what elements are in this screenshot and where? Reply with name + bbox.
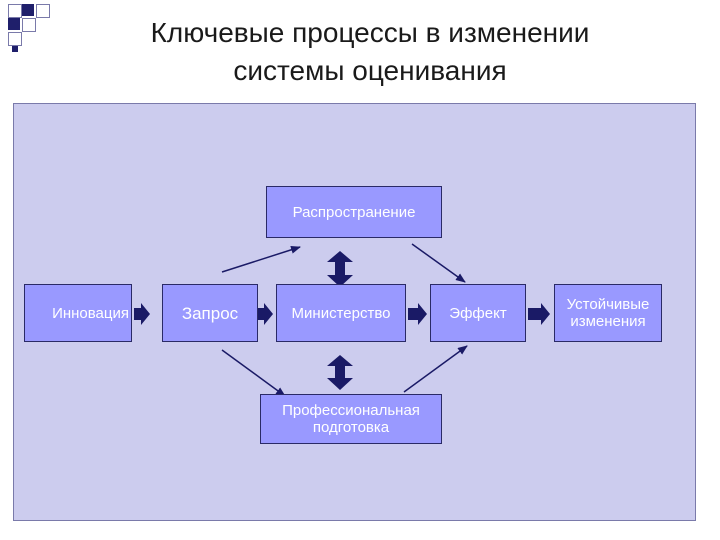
node-training-line1: Профессиональная — [282, 402, 420, 419]
deco-square — [8, 4, 22, 18]
arrow-request-to-training — [221, 349, 286, 397]
node-sustainable-changes-line1: Устойчивые — [566, 296, 650, 313]
node-training-line2: подготовка — [312, 419, 390, 436]
arrow-dissemination-to-effect — [411, 243, 466, 283]
slide-title-line2: системы оценивания — [233, 55, 507, 86]
node-effect-label: Эффект — [449, 304, 507, 322]
double-arrow-dissemination-ministry — [327, 251, 353, 287]
slide-title: Ключевые процессы в изменении системы оц… — [60, 14, 680, 90]
arrow-training-to-effect — [403, 345, 468, 393]
node-request-label: Запрос — [181, 303, 239, 323]
node-innovation-label: Инновация — [52, 304, 129, 322]
deco-square — [22, 4, 34, 16]
node-sustainable-changes-line2: изменения — [570, 313, 646, 330]
block-arrow-ministry-to-effect — [408, 303, 427, 325]
node-professional-training: Профессиональная подготовка — [260, 394, 442, 444]
block-arrow-innovation-to-request — [134, 303, 150, 325]
deco-square — [36, 4, 50, 18]
node-sustainable-changes: Устойчивые изменения — [554, 284, 662, 342]
deco-square — [12, 46, 18, 52]
double-arrow-ministry-training — [327, 355, 353, 390]
node-dissemination: Распространение — [266, 186, 442, 238]
arrow-request-to-dissemination — [221, 245, 301, 273]
node-effect: Эффект — [430, 284, 526, 342]
node-request: Запрос — [162, 284, 258, 342]
node-dissemination-label: Распространение — [292, 203, 416, 221]
node-ministry: Министерство — [276, 284, 406, 342]
block-arrow-effect-to-changes — [528, 303, 550, 325]
node-innovation: Инновация — [24, 284, 132, 342]
deco-square — [8, 18, 20, 30]
deco-square — [8, 32, 22, 46]
slide-title-line1: Ключевые процессы в изменении — [150, 17, 590, 48]
node-ministry-label: Министерство — [291, 304, 391, 322]
deco-square — [22, 18, 36, 32]
